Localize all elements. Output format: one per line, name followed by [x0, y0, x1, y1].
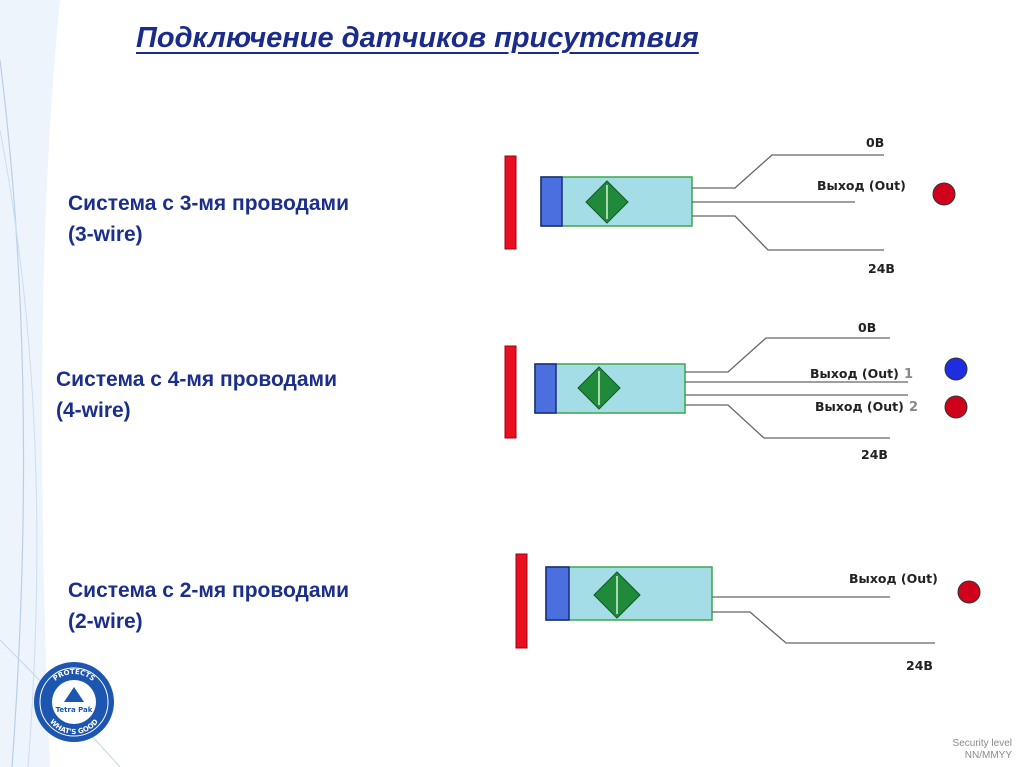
wires: [685, 337, 908, 439]
system-3wire-line2: (3-wire): [68, 223, 143, 246]
wire-label-out-1: Выход (Out): [810, 366, 899, 381]
system-2wire-line2: (2-wire): [68, 610, 143, 633]
diagram-2wire: Выход (Out) 24В: [515, 553, 981, 673]
page-title: Подключение датчиков присутствия: [136, 22, 699, 54]
system-2wire-label: Система с 2-мя проводами (2-wire): [68, 575, 349, 637]
system-4wire-line1: Система с 4-мя проводами: [56, 368, 337, 391]
diagram-4wire: 0В Выход (Out) 1 Выход (Out) 2 24В: [504, 320, 968, 462]
wire-label-24v: 24В: [868, 261, 895, 276]
wire-label-out-2: Выход (Out): [815, 399, 904, 414]
security-level: Security level: [952, 738, 1012, 749]
sensor-face: [545, 566, 570, 621]
wire-label-out-1-number: 1: [904, 367, 913, 382]
output-2-indicator: [944, 395, 968, 419]
sensor-face: [534, 363, 557, 414]
wire-label-0v: 0В: [866, 135, 884, 150]
wire-label-out-2-number: 2: [909, 400, 918, 415]
wires: [692, 154, 884, 251]
system-3wire-line1: Система с 3-мя проводами: [68, 192, 349, 215]
wire-label-24v: 24В: [906, 658, 933, 673]
footer: Security level NN/MMYY: [953, 738, 1012, 762]
output-indicator: [932, 182, 956, 206]
target-plate: [504, 155, 517, 250]
wire-label-0v: 0В: [858, 320, 876, 335]
system-2wire-line1: Система с 2-мя проводами: [68, 579, 349, 602]
tetra-pak-logo: PROTECTS WHAT'S GOOD Tetra Pak: [34, 662, 114, 742]
system-3wire-label: Система с 3-мя проводами (3-wire): [68, 188, 349, 250]
date-code: NN/MMYY: [964, 750, 1012, 761]
logo-brand: Tetra Pak: [56, 706, 93, 714]
diagram-3wire: 0В Выход (Out) 24В: [504, 135, 956, 276]
output-1-indicator: [944, 357, 968, 381]
wire-label-out: Выход (Out): [849, 571, 938, 586]
sensor-body: [534, 363, 686, 414]
sensor-face: [540, 176, 563, 227]
output-indicator: [957, 580, 981, 604]
wires: [712, 596, 935, 644]
wire-label-24v: 24В: [861, 447, 888, 462]
target-plate: [504, 345, 517, 439]
wire-label-out: Выход (Out): [817, 178, 906, 193]
system-4wire-label: Система с 4-мя проводами (4-wire): [56, 364, 337, 426]
target-plate: [515, 553, 528, 649]
system-4wire-line2: (4-wire): [56, 399, 131, 422]
